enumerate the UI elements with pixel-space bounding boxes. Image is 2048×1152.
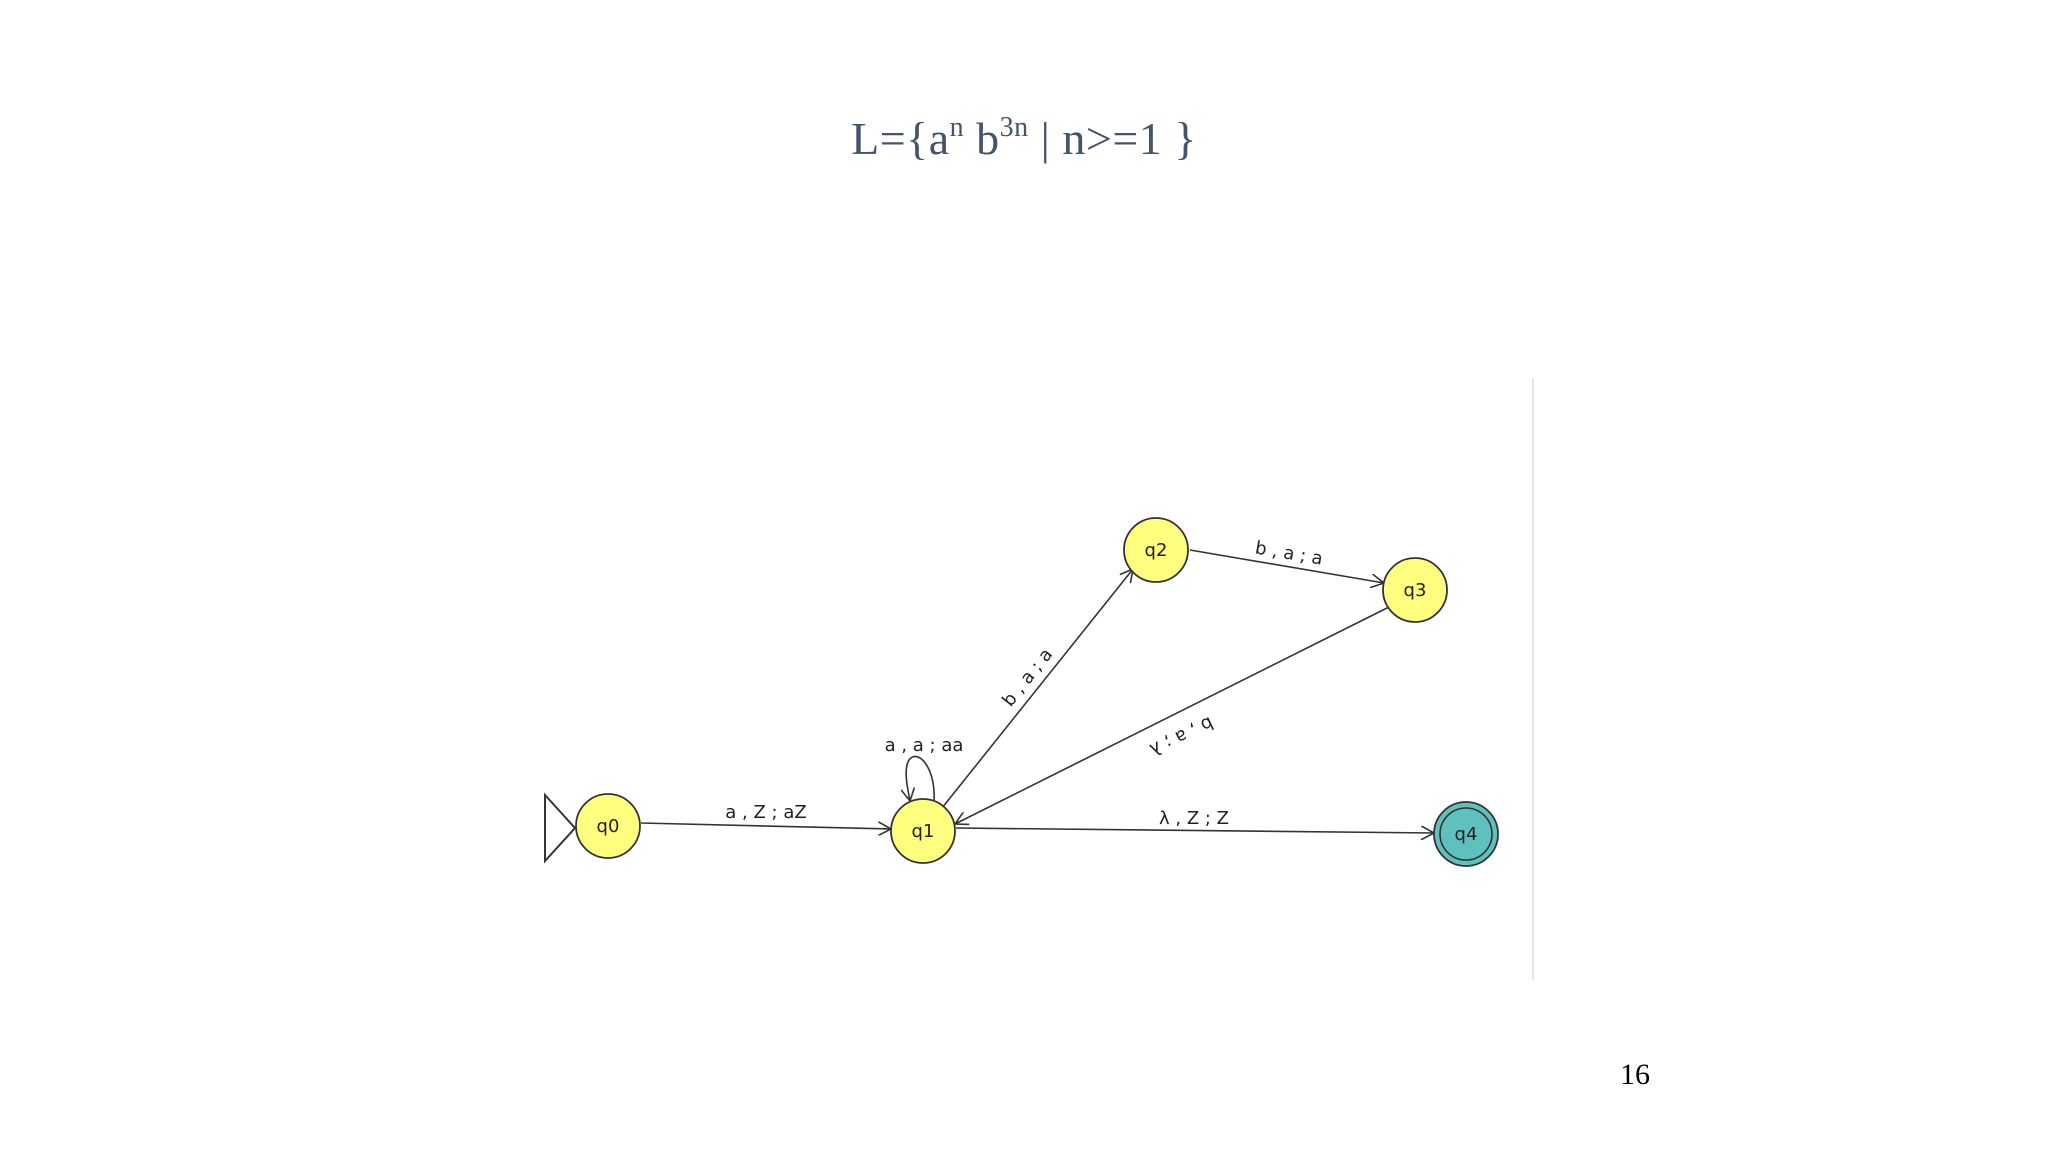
transition-label: b , a ; a [1254, 537, 1325, 569]
transition-line [1189, 549, 1384, 583]
state-circle-outer [1433, 801, 1499, 867]
state-label: q3 [1404, 580, 1427, 601]
transition-label: λ , Z ; Z [1159, 808, 1229, 829]
transition-q2-q3[interactable]: b , a ; a [1189, 537, 1384, 583]
state-label: q4 [1455, 824, 1478, 845]
initial-state-triangle [544, 792, 577, 864]
transition-q1-q4[interactable]: λ , Z ; Z [955, 808, 1434, 833]
page-number: 16 [1620, 1058, 1650, 1091]
transition-q1-q2[interactable]: b , a ; a [941, 569, 1133, 809]
slide-title: L={an b3n | n>=1 } [851, 112, 1197, 164]
transition-label: a , a ; aa [885, 735, 964, 756]
transition-line [640, 823, 891, 829]
transition-q3-q1[interactable]: b , a ; λ [955, 605, 1392, 824]
transition-label: b , a ; λ [1146, 712, 1217, 760]
state-q1[interactable]: q1 [890, 798, 956, 864]
state-circle-inner [1439, 807, 1493, 861]
state-circle [575, 793, 641, 859]
state-q4-final[interactable]: q4 [1433, 801, 1499, 867]
state-circle [1382, 557, 1448, 623]
transition-line [941, 569, 1133, 809]
transition-label: a , Z ; aZ [725, 802, 806, 823]
state-q3[interactable]: q3 [1382, 557, 1448, 623]
image-edge-divider [1532, 378, 1534, 980]
transition-loop [906, 755, 935, 801]
state-circle [1123, 517, 1189, 583]
transition-line [955, 605, 1392, 824]
transition-line [955, 828, 1434, 833]
state-label: q2 [1145, 540, 1168, 561]
state-q2[interactable]: q2 [1123, 517, 1189, 583]
transition-q0-q1[interactable]: a , Z ; aZ [640, 802, 891, 829]
state-circle [890, 798, 956, 864]
state-q0[interactable]: q0 [575, 793, 641, 859]
state-label: q1 [912, 821, 935, 842]
transition-q1-q1-loop[interactable]: a , a ; aa [885, 735, 964, 801]
state-label: q0 [597, 816, 620, 837]
